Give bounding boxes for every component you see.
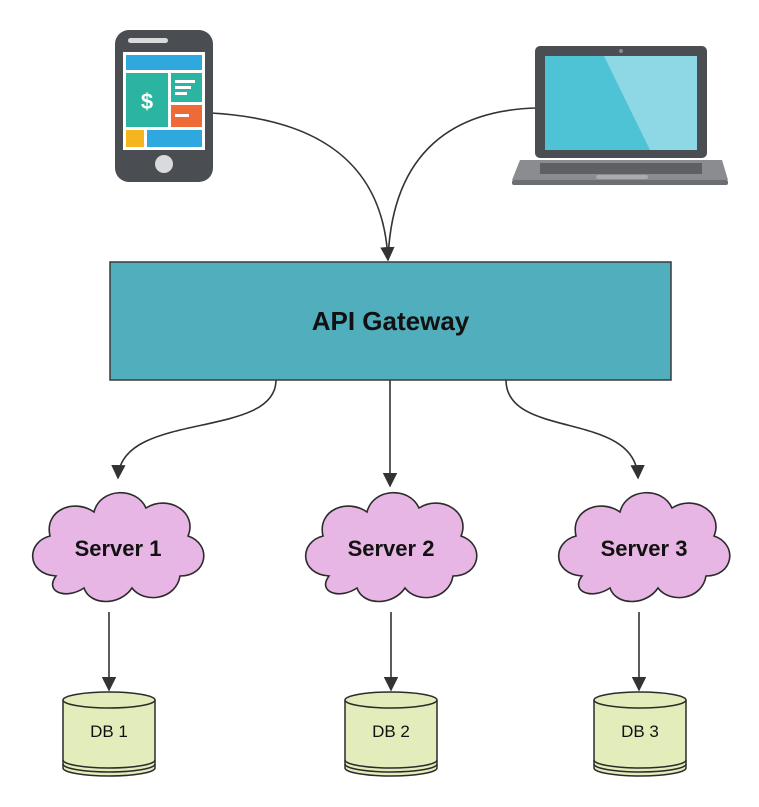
phone-to-gateway-arrow — [210, 112, 395, 262]
server-3-cloud: Server 3 — [557, 491, 731, 603]
db-3-label: DB 3 — [621, 722, 659, 741]
server-2-cloud: Server 2 — [304, 491, 478, 603]
db-3-cylinder: DB 3 — [593, 691, 687, 777]
laptop-icon — [512, 46, 728, 185]
dollar-glyph: $ — [141, 89, 153, 114]
api-gateway-box: API Gateway — [109, 261, 672, 381]
server-2-label: Server 2 — [348, 536, 435, 561]
db-1-cylinder: DB 1 — [62, 691, 156, 777]
db-2-label: DB 2 — [372, 722, 410, 741]
connector-lines — [101, 107, 647, 692]
db-1-label: DB 1 — [90, 722, 128, 741]
gateway-to-server-1-arrow — [111, 379, 277, 480]
server-1-label: Server 1 — [75, 536, 162, 561]
mobile-phone-icon: $ — [115, 30, 213, 182]
db-2-cylinder: DB 2 — [344, 691, 438, 777]
server-3-label: Server 3 — [601, 536, 688, 561]
api-gateway-label: API Gateway — [312, 306, 470, 336]
gateway-to-server-3-arrow — [505, 379, 645, 480]
laptop-to-gateway-arrow — [387, 107, 538, 261]
server-1-cloud: Server 1 — [31, 491, 205, 603]
